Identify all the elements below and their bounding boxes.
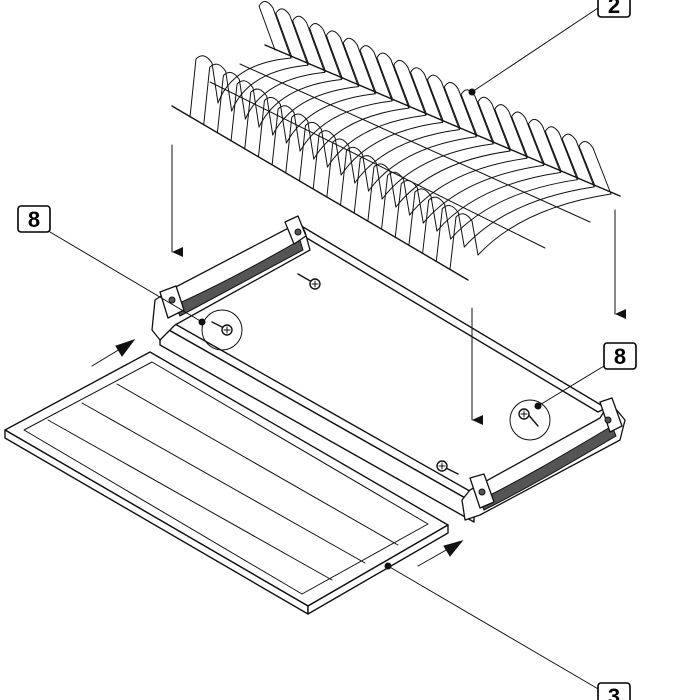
left-bracket-label: 8 [28,207,40,232]
leader-lines [49,7,605,691]
rack-wire-crossbar [244,71,326,120]
tray-label: 3 [608,684,620,700]
rack-wire-crossbar [463,186,595,248]
rack-wire-loop [353,89,494,214]
rack-wire-crossbar [477,193,612,256]
rack-wire-crossbar [381,143,494,200]
rack-wire-loop [230,23,343,142]
screw-icon [436,460,459,475]
leader-rack [471,7,599,93]
tray-ridge [47,419,333,581]
screws [201,273,551,475]
screw-icon [297,273,321,290]
rack-wire-crossbar [272,86,359,136]
left-bracket [151,215,311,341]
rack-wire-loop [189,1,292,118]
rack-mid-rod-right [239,63,591,223]
rack-wire-crossbar [326,114,427,168]
rack-wire-loop [422,126,578,254]
rack-front-rod [171,105,469,281]
rack-wire-loop [381,104,528,230]
rack-wire-loop [367,96,511,222]
rack-wire-crossbar [436,172,561,232]
rack-wire-crossbar [450,179,578,240]
right-bracket [461,397,626,521]
screw-icon [509,399,551,441]
rack-wire-crossbar [368,136,477,192]
top-rail [289,223,607,413]
rack-wire-crossbar [258,78,343,128]
rack-wire-loop [298,59,427,182]
leader-right-bracket [537,365,605,407]
rack-wire-loop [244,30,359,150]
support-frame [151,215,626,523]
rack-mid-rod-left [209,81,546,249]
leader-tray [387,565,601,691]
rack-label: 2 [608,0,620,18]
screw-icon [201,309,243,351]
tray-rim-right [307,524,449,615]
rack-wire-crossbar [285,93,376,144]
arrow-slide-in-left-head [115,339,136,357]
leader-left-bracket [49,231,203,323]
dish-rack [171,1,621,281]
rack-wire-crossbar [409,157,528,216]
tray-ridge [81,402,366,564]
right-bracket-label: 8 [614,344,626,369]
rack-wire-loop [408,118,561,246]
rack-wire-loop [285,52,410,174]
rack-wire-crossbar [395,150,511,208]
rack-wire-loop [271,45,393,166]
arrow-slide-in-right-head [443,540,464,557]
rack-wire-loop [449,141,612,270]
callout-3: 3 [597,682,631,700]
rack-wire-loop [326,74,460,198]
callout-8-right: 8 [603,342,637,370]
callout-8-left: 8 [17,205,51,233]
rack-wire-loop [203,8,309,126]
rack-back-rod [264,44,621,197]
rack-wire-loop [312,67,444,190]
drip-tray [4,351,449,615]
rack-wire-crossbar [340,121,444,176]
rack-wire-crossbar [422,164,545,224]
rack-wire-loop [340,82,477,206]
rack-wire-loop [216,15,326,134]
rack-wire-loop [257,37,376,158]
rack-wire-loop [435,133,595,262]
assembly-arrows [91,144,626,567]
rack-wire-crossbar [313,107,410,160]
rack-wire-crossbar [354,129,460,184]
tray-ridge [116,383,399,546]
callout-2: 2 [597,0,631,18]
rack-wire-crossbar [299,100,393,152]
rack-wires [189,1,612,270]
tray-inner [23,361,429,595]
